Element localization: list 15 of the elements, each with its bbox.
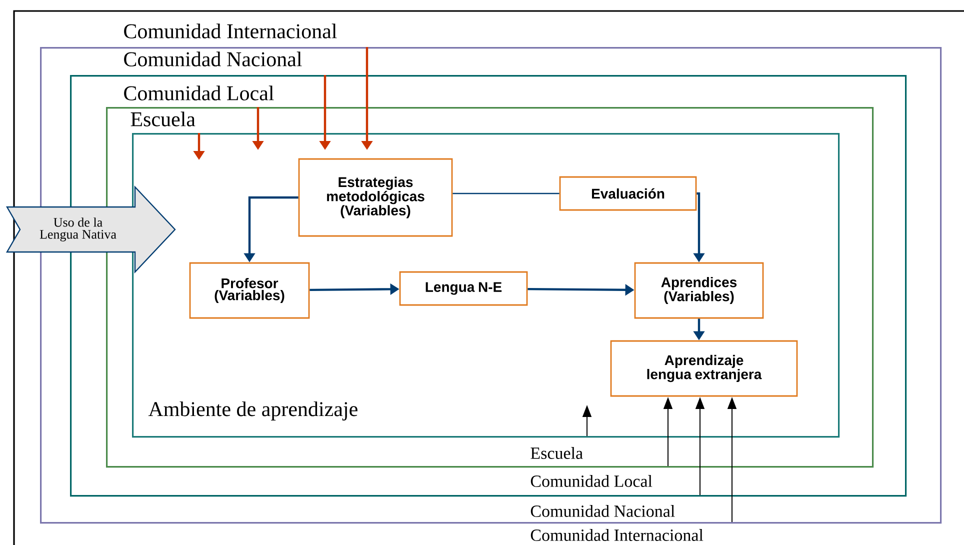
- ring-label: Comunidad Internacional: [530, 529, 704, 541]
- ring-label: Escuela: [130, 112, 196, 126]
- ring-label: Comunidad Nacional: [124, 52, 302, 66]
- process-box: Evaluación: [559, 176, 697, 211]
- ring-label: Escuela: [530, 447, 583, 459]
- process-box: Estrategias metodológicas (Variables): [298, 158, 453, 237]
- ring-label: Comunidad Nacional: [530, 505, 675, 517]
- ring-label: Comunidad Local: [124, 86, 274, 100]
- ring-label: Comunidad Internacional: [124, 24, 337, 38]
- process-box: Profesor (Variables): [189, 262, 310, 319]
- ring-label: Comunidad Local: [530, 475, 652, 487]
- process-box: Aprendizaje lengua extranjera: [610, 340, 798, 397]
- process-box: Lengua N-E: [399, 271, 528, 306]
- process-box: Aprendices (Variables): [634, 262, 764, 319]
- ring-label: Ambiente de aprendizaje: [148, 401, 358, 420]
